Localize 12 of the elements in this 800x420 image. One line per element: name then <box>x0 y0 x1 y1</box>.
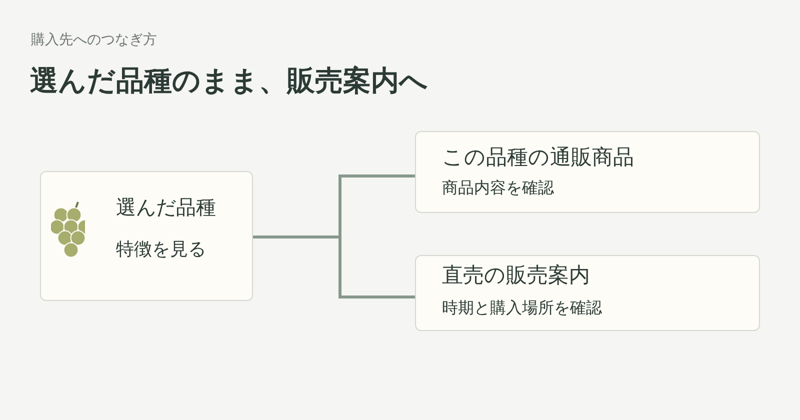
title: 選んだ品種のまま、販売案内へ <box>30 63 428 99</box>
card <box>415 131 760 213</box>
description-text: 時期と購入場所を確認 <box>442 298 602 319</box>
title-text: この品種の通販商品 <box>442 144 634 171</box>
card <box>415 255 760 331</box>
description-text: 特徴を見る <box>116 238 206 262</box>
subheading: 購入先へのつなぎ方 <box>31 31 157 49</box>
title-text: 選んだ品種 <box>116 194 216 220</box>
card <box>40 171 253 301</box>
description-text: 商品内容を確認 <box>442 178 554 199</box>
title-text: 直売の販売案内 <box>442 262 590 289</box>
connector-line <box>253 236 415 298</box>
